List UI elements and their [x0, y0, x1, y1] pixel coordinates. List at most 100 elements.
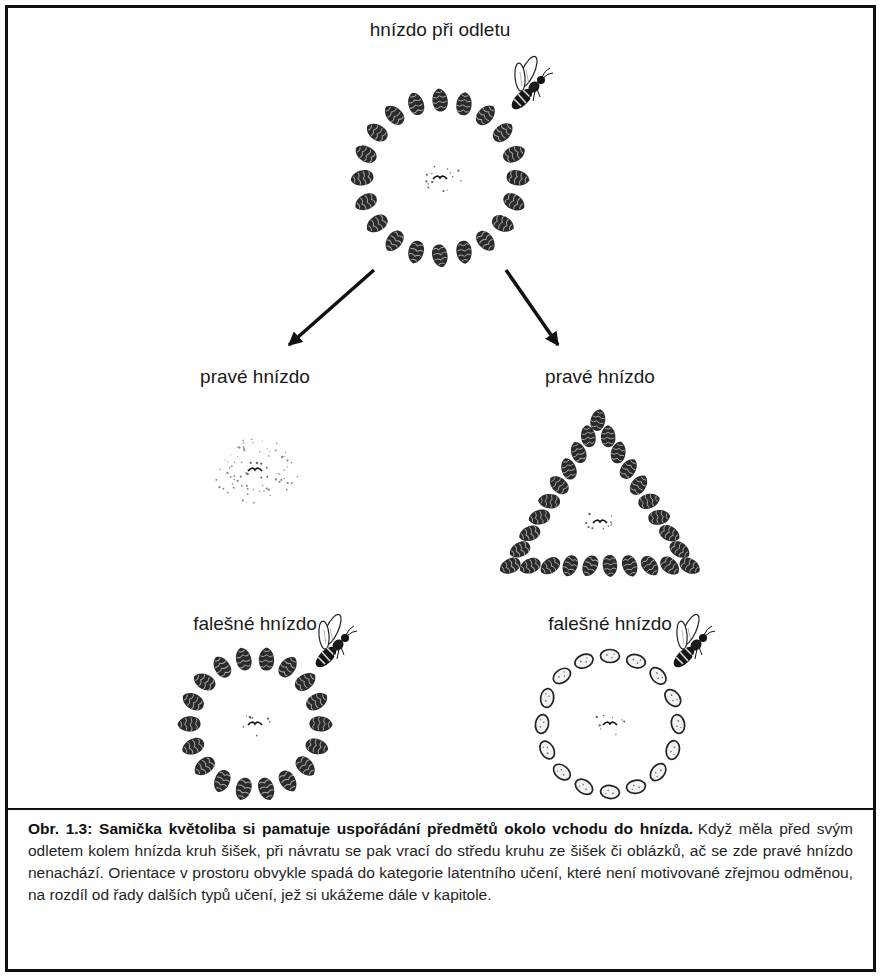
pine-cone [363, 120, 391, 145]
pine-cone [602, 555, 618, 578]
soil-dot [285, 452, 287, 454]
soil-dot [231, 465, 233, 467]
soil-dot [243, 446, 245, 448]
soil-dot [281, 456, 283, 458]
pebble [600, 785, 620, 800]
pine-cone [558, 456, 579, 481]
soil-dot [286, 459, 288, 461]
pine-cone [677, 554, 703, 577]
pebble [573, 652, 595, 671]
nest-panel: falešné hnízdo [165, 608, 345, 802]
soil-dot [219, 468, 220, 469]
nest-panel: falešné hnízdo [515, 608, 705, 802]
pebble [600, 649, 619, 663]
soil-dot [623, 721, 625, 723]
nest-heading: pravé hnízdo [545, 365, 655, 389]
soil-dot [232, 483, 234, 485]
pine-cone [431, 88, 449, 113]
pine-cone [256, 776, 278, 803]
pebble [540, 688, 555, 708]
soil-dot [276, 449, 277, 450]
soil-dot [263, 490, 265, 492]
pine-cone [472, 101, 499, 128]
soil-dot [610, 525, 611, 526]
soil-dot [240, 476, 242, 478]
soil-dot [234, 475, 235, 476]
pine-cone [517, 555, 543, 577]
soil-dot [246, 715, 247, 716]
soil-dot [246, 501, 247, 502]
pine-cone [497, 555, 523, 577]
pebble [550, 761, 573, 783]
soil-dot [236, 480, 238, 482]
soil-dot [256, 462, 258, 464]
pine-cone [177, 716, 201, 732]
pine-cone [579, 424, 597, 448]
nest-heading: hnízdo při odletu [370, 18, 511, 42]
pine-cone [538, 493, 561, 509]
flow-arrow [506, 270, 558, 345]
pine-cone [209, 653, 234, 681]
pine-cone [309, 716, 333, 733]
nest-heading: falešné hnízdo [548, 612, 672, 636]
soil-dot [243, 449, 245, 451]
nest-entrance [433, 176, 447, 179]
nest-entrance [593, 520, 607, 523]
soil-dot [238, 446, 240, 448]
wasp-figure [508, 54, 553, 113]
soil-dot [268, 488, 270, 490]
soil-dot [233, 479, 235, 481]
pine-cone [430, 243, 449, 269]
soil-dot [222, 488, 224, 490]
pine-cone [292, 753, 319, 780]
pine-cone [657, 522, 683, 545]
soil-dot [242, 440, 244, 442]
soil-dot [230, 476, 232, 478]
pebble [572, 776, 595, 798]
pine-cone [292, 669, 320, 695]
soil-dot [270, 495, 271, 496]
pine-cone [179, 735, 206, 758]
soil-dot [621, 719, 622, 720]
pine-cone [489, 119, 516, 146]
soil-dot [442, 190, 444, 192]
soil-dot [247, 488, 249, 490]
pine-cone [637, 491, 662, 511]
soil-dot [457, 170, 459, 172]
soil-dot [276, 473, 277, 474]
soil-dot [266, 476, 268, 478]
soil-dot [280, 479, 282, 481]
soil-dot [447, 168, 448, 169]
pine-cone [455, 240, 472, 265]
soil-dot [610, 521, 612, 523]
soil-dot [287, 466, 288, 467]
soil-dot [588, 513, 590, 515]
soil-dot [260, 462, 262, 464]
soil-dot [283, 469, 285, 471]
pine-cone [303, 689, 331, 714]
soil-dot [431, 181, 433, 183]
soil-dot [252, 717, 254, 719]
soil-dot [603, 528, 605, 530]
soil-dot [615, 734, 616, 735]
soil-dot [450, 172, 452, 174]
pine-cone [352, 141, 380, 166]
soil-dot [447, 189, 448, 190]
soil-dot [278, 473, 280, 475]
soil-dot [245, 472, 247, 474]
soil-dot [259, 491, 260, 492]
soil-dot [585, 522, 587, 524]
pine-cone [352, 190, 379, 214]
soil-dot [224, 460, 225, 461]
soil-dot [452, 176, 454, 178]
caption-title: Obr. 1.3: Samička květoliba si pamatuje … [28, 820, 693, 837]
pebble [625, 653, 647, 670]
soil-dot [215, 479, 217, 481]
pine-cone [233, 776, 254, 803]
soil-dot [229, 467, 231, 469]
soil-dot [262, 485, 263, 486]
soil-dot [275, 478, 277, 480]
soil-dot [286, 489, 288, 491]
soil-dot [269, 451, 270, 452]
